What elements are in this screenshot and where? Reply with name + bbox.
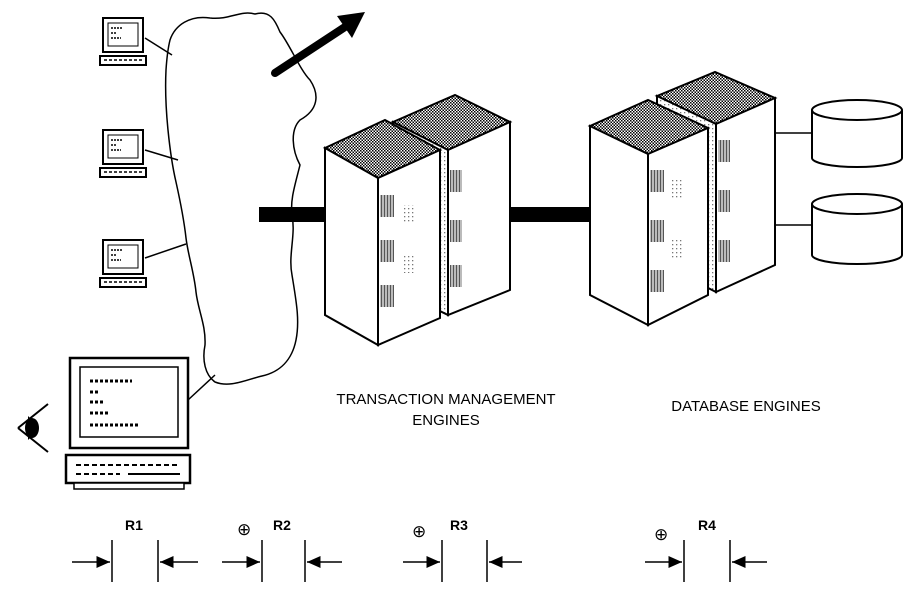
segment-label: R1 bbox=[125, 517, 143, 533]
tm-label-line1: TRANSACTION MANAGEMENT bbox=[336, 391, 555, 408]
tm-label-line2: ENGINES bbox=[412, 412, 480, 429]
arrow-icon bbox=[271, 12, 365, 77]
database-disk-icon bbox=[811, 193, 903, 265]
segment-label: R2 bbox=[273, 517, 291, 533]
terminal-icon bbox=[99, 129, 147, 178]
terminal-link bbox=[144, 149, 179, 161]
server-tower-icon bbox=[587, 98, 711, 327]
connector-bar bbox=[259, 207, 341, 222]
network-cloud bbox=[164, 12, 317, 385]
connector-bar bbox=[480, 207, 616, 222]
terminal-link bbox=[144, 243, 187, 259]
db-label: DATABASE ENGINES bbox=[671, 398, 820, 415]
oplus-symbol: ⊕ bbox=[237, 520, 251, 540]
workstation-link bbox=[187, 374, 216, 401]
server-tower-icon bbox=[322, 118, 443, 347]
database-disk-icon bbox=[811, 99, 903, 168]
response-segment-r1: R1 bbox=[72, 517, 198, 582]
terminal-icon bbox=[99, 17, 147, 66]
response-segment-r4: ⊕ R4 bbox=[645, 517, 767, 582]
eye-icon bbox=[17, 403, 49, 453]
segment-label: R3 bbox=[450, 517, 468, 533]
terminal-icon bbox=[99, 239, 147, 288]
oplus-symbol: ⊕ bbox=[654, 525, 668, 545]
oplus-symbol: ⊕ bbox=[412, 522, 426, 542]
response-segment-r2: ⊕ R2 bbox=[222, 517, 342, 582]
workstation-icon bbox=[64, 356, 192, 490]
response-segment-r3: ⊕ R3 bbox=[403, 517, 522, 582]
terminal-link bbox=[144, 37, 173, 56]
segment-label: R4 bbox=[698, 517, 716, 533]
